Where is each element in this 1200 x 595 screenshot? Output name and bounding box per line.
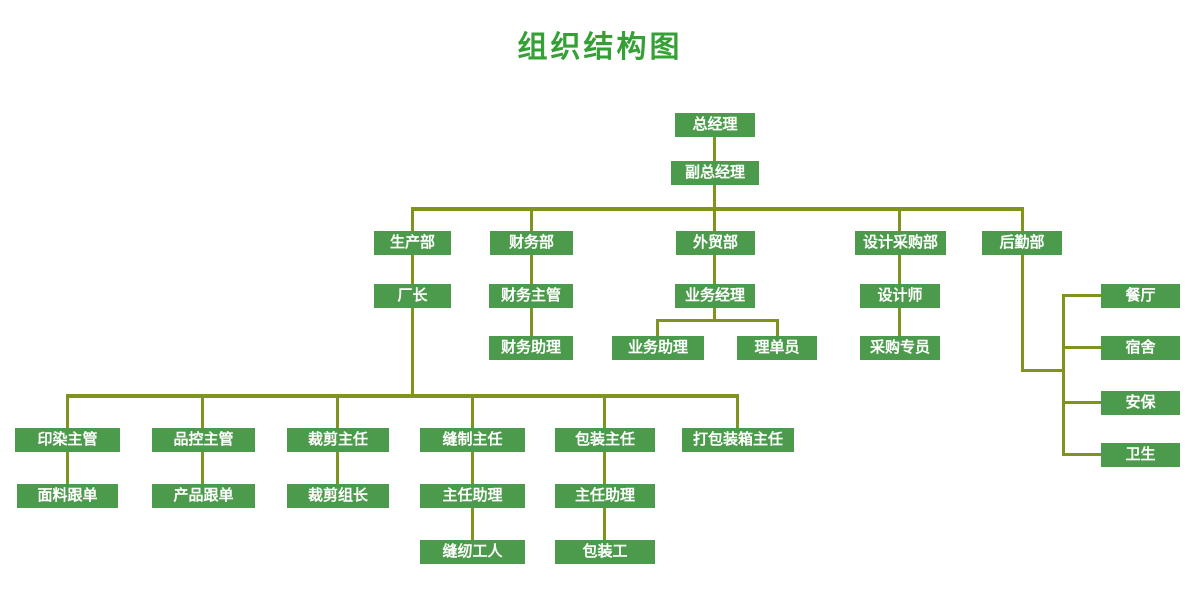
node-production-dept: 生产部 <box>374 231 451 255</box>
connector-line <box>898 255 901 284</box>
node-sanitation: 卫生 <box>1101 443 1180 467</box>
node-canteen: 餐厅 <box>1101 284 1180 308</box>
node-dormitory: 宿舍 <box>1101 336 1180 360</box>
connector-line <box>736 394 739 428</box>
node-security: 安保 <box>1101 391 1180 415</box>
node-cutting-group-leader: 裁剪组长 <box>287 484 389 508</box>
connector-line <box>713 255 716 284</box>
connector-line <box>603 508 606 540</box>
connector-line <box>656 319 659 336</box>
connector-line <box>898 308 901 336</box>
node-packing-director: 包装主任 <box>555 428 655 452</box>
node-documentation-clerk: 理单员 <box>737 336 817 360</box>
connector-line <box>898 207 901 231</box>
connector-line <box>336 394 339 428</box>
node-business-assistant: 业务助理 <box>612 336 704 360</box>
connector-line <box>471 394 474 428</box>
connector-line <box>1062 294 1065 456</box>
node-business-manager: 业务经理 <box>675 284 755 308</box>
connector-line <box>66 394 69 428</box>
chart-title: 组织结构图 <box>517 31 683 64</box>
connector-line <box>530 207 533 231</box>
connector-line <box>1062 346 1101 349</box>
node-general-manager: 总经理 <box>675 113 755 137</box>
connector-line <box>713 207 716 231</box>
connector-line <box>201 452 204 484</box>
node-boxing-director: 打包装箱主任 <box>682 428 794 452</box>
connector-line <box>66 394 739 398</box>
node-design-purchasing-dept: 设计采购部 <box>855 231 946 255</box>
connector-line <box>603 394 606 428</box>
connector-line <box>713 185 716 211</box>
node-foreign-trade-dept: 外贸部 <box>676 231 755 255</box>
node-cutting-director: 裁剪主任 <box>287 428 389 452</box>
connector-line <box>471 452 474 484</box>
connector-line <box>1021 369 1065 372</box>
connector-line <box>776 319 779 336</box>
connector-line <box>530 255 533 284</box>
node-finance-supervisor: 财务主管 <box>489 284 573 308</box>
connector-line <box>336 452 339 484</box>
node-factory-director: 厂长 <box>374 284 451 308</box>
connector-line <box>713 137 716 161</box>
node-qc-supervisor: 品控主管 <box>152 428 255 452</box>
node-logistics-dept: 后勤部 <box>982 231 1062 255</box>
node-sewing-director: 缝制主任 <box>420 428 525 452</box>
node-product-merchandiser: 产品跟单 <box>152 484 255 508</box>
connector-line <box>201 394 204 428</box>
connector-line <box>411 207 1024 211</box>
connector-line <box>471 508 474 540</box>
connector-line <box>656 319 779 322</box>
node-finance-assistant: 财务助理 <box>489 336 573 360</box>
connector-line <box>411 207 414 231</box>
connector-line <box>411 308 414 397</box>
connector-line <box>1062 453 1101 456</box>
node-dyeing-supervisor: 印染主管 <box>15 428 120 452</box>
connector-line <box>411 255 414 284</box>
connector-line <box>530 308 533 336</box>
connector-line <box>1062 294 1101 297</box>
node-sewing-workers: 缝纫工人 <box>420 540 525 564</box>
connector-line <box>1021 207 1024 231</box>
node-purchasing-specialist: 采购专员 <box>860 336 940 360</box>
node-finance-dept: 财务部 <box>490 231 573 255</box>
node-fabric-merchandiser: 面料跟单 <box>17 484 118 508</box>
connector-line <box>603 452 606 484</box>
node-packer: 包装工 <box>555 540 655 564</box>
connector-line <box>713 308 716 322</box>
connector-line <box>66 452 69 484</box>
node-deputy-general-manager: 副总经理 <box>671 161 759 185</box>
node-packing-assistant: 主任助理 <box>555 484 655 508</box>
connector-line <box>1062 401 1101 404</box>
node-sewing-assistant: 主任助理 <box>420 484 525 508</box>
node-designer: 设计师 <box>860 284 940 308</box>
connector-line <box>1021 255 1024 372</box>
